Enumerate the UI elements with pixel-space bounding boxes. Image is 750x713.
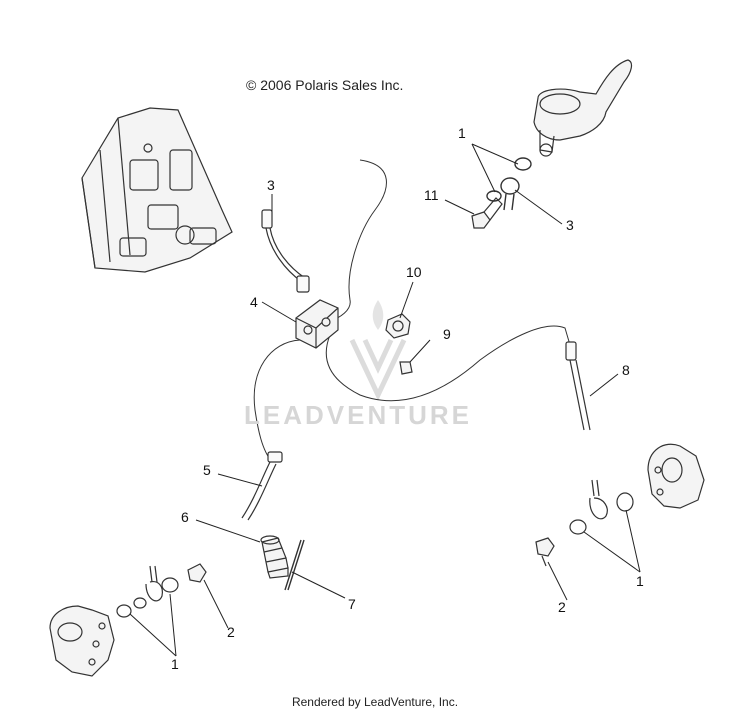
watermark-logo-icon	[349, 300, 407, 401]
callout-3-right: 3	[566, 217, 574, 233]
callout-5: 5	[203, 462, 211, 478]
screw-9	[399, 361, 413, 375]
callout-9: 9	[443, 326, 451, 342]
banjo-bolt-11	[471, 197, 503, 229]
distribution-block	[295, 299, 339, 349]
callout-1-upper: 1	[458, 125, 466, 141]
spring-6	[260, 535, 289, 579]
callout-1-left: 1	[171, 656, 179, 672]
brake-line-3	[261, 209, 310, 293]
copyright-text: © 2006 Polaris Sales Inc.	[246, 77, 404, 93]
washers-upper	[486, 157, 532, 211]
callout-8: 8	[622, 362, 630, 378]
bolt-2-right	[535, 537, 555, 567]
caliper-right	[647, 443, 705, 509]
callout-2-right: 2	[558, 599, 566, 615]
pin-7	[284, 539, 305, 591]
callout-11: 11	[424, 187, 439, 203]
callout-3-left: 3	[267, 177, 275, 193]
fitting-right	[569, 479, 634, 535]
bolt-2-left	[187, 563, 207, 583]
callout-10: 10	[406, 264, 422, 280]
fitting-left	[116, 565, 179, 618]
brake-hose-5	[241, 451, 283, 521]
callout-7: 7	[348, 596, 356, 612]
callout-4: 4	[250, 294, 258, 310]
footer-text: Rendered by LeadVenture, Inc.	[291, 695, 459, 709]
bulkhead-panel	[81, 107, 233, 273]
callout-1-right: 1	[636, 573, 644, 589]
brake-hose-8	[565, 341, 591, 431]
master-cylinder	[533, 59, 633, 157]
caliper-left	[49, 605, 115, 677]
callout-6: 6	[181, 509, 189, 525]
leader-lines	[129, 143, 641, 657]
watermark-text: LEADVENTURE	[244, 400, 473, 430]
callout-2-left: 2	[227, 624, 235, 640]
banjo-bolt-10	[385, 313, 411, 339]
brake-line-main	[253, 159, 571, 463]
